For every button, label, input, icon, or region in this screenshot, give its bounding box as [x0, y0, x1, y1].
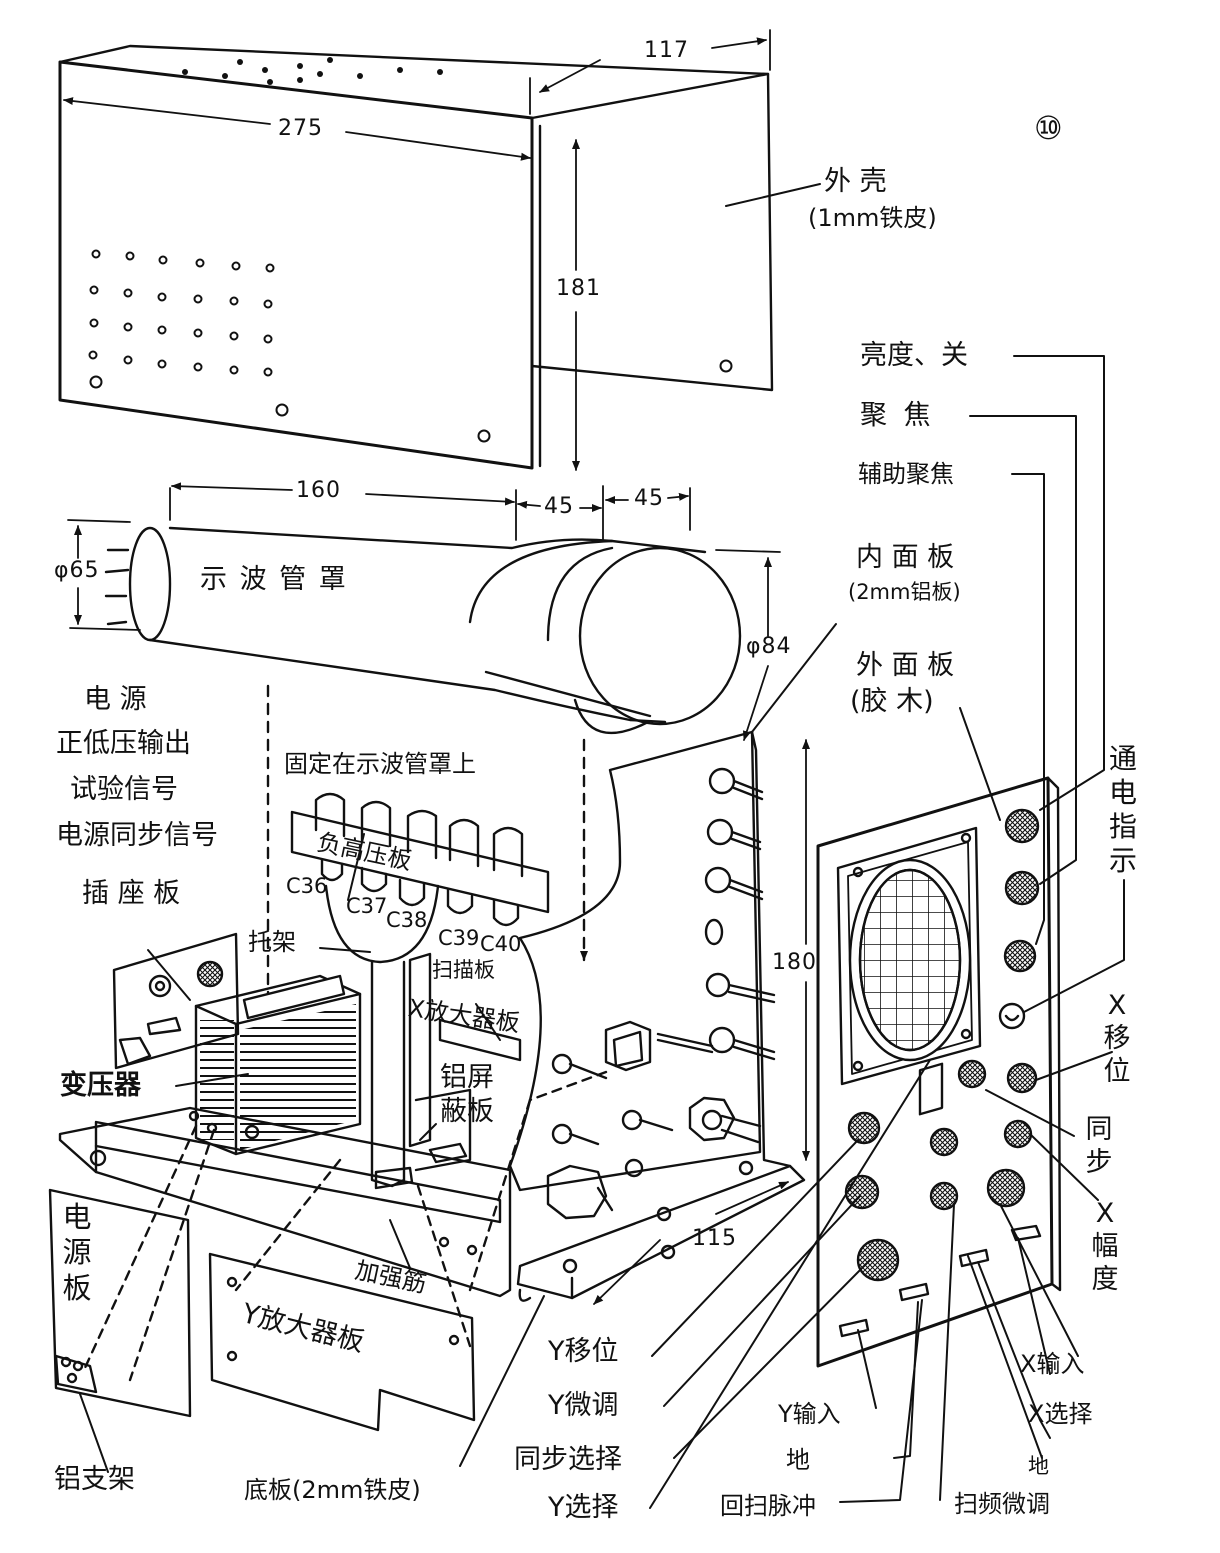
power-output-4: 电源同步信号	[56, 820, 218, 851]
dim-shield-front: 45	[634, 486, 664, 511]
power-board	[48, 1188, 192, 1418]
dim-case-height: 181	[556, 276, 601, 301]
transformer	[194, 974, 362, 1156]
cap-c40: C40	[480, 932, 522, 956]
label-y-select: Y选择	[548, 1492, 619, 1523]
case-dimensions	[63, 29, 771, 471]
socket-board-label: 插 座 板	[82, 878, 181, 909]
cap-c36: C36	[286, 874, 328, 898]
label-x-input: X输入	[1020, 1350, 1085, 1378]
outer-panel-material: (胶 木)	[850, 686, 934, 717]
dim-shield-dia-small: φ65	[54, 558, 100, 583]
al-shield-label-1: 铝屏	[440, 1062, 494, 1093]
crt-dimensions	[67, 482, 781, 741]
base-plate-label: 底板(2mm铁皮)	[244, 1476, 421, 1504]
label-ground-left: 地	[786, 1446, 810, 1474]
power-board-label: 电源板	[62, 1200, 92, 1305]
socket-board	[112, 932, 240, 1070]
label-focus: 聚 焦	[860, 400, 935, 431]
hv-board-note: 固定在示波管罩上	[284, 750, 476, 778]
cap-c37: C37	[346, 894, 388, 918]
cap-c38: C38	[386, 908, 428, 932]
power-output-2: 正低压输出	[56, 728, 191, 759]
dim-base-width: 115	[692, 1226, 737, 1251]
dim-shield-dia-large: φ84	[746, 634, 792, 659]
cap-c39: C39	[438, 926, 480, 950]
label-y-fine: Y微调	[548, 1390, 619, 1421]
dim-shield-length: 160	[296, 478, 341, 503]
label-x-shift: X移位	[1103, 990, 1131, 1087]
crt-shield-label: 示 波 管 罩	[200, 564, 348, 595]
hv-board	[290, 792, 550, 1190]
label-sync: 同步	[1085, 1114, 1113, 1178]
label-aux-focus: 辅助聚焦	[858, 460, 954, 488]
outer-panel-label: 外 面 板	[856, 650, 955, 681]
dim-shield-mid: 45	[544, 494, 574, 519]
transformer-label: 变压器	[60, 1070, 141, 1101]
sweep-board-label: 扫描板	[432, 958, 495, 982]
crt-shield	[104, 526, 742, 735]
case-label: 外 壳	[824, 166, 887, 197]
label-power-indicator: 通电指示	[1108, 742, 1137, 878]
x-amp-board	[408, 952, 522, 1172]
dim-panel-height: 180	[772, 950, 817, 975]
label-ground-right: 地	[1028, 1454, 1049, 1478]
inner-panel	[264, 684, 810, 1305]
al-shield-label-2: 蔽板	[440, 1096, 494, 1127]
label-y-shift: Y移位	[548, 1336, 619, 1367]
inner-panel-label: 内 面 板	[856, 542, 955, 573]
dim-case-depth: 117	[644, 38, 689, 63]
label-sync-select: 同步选择	[514, 1444, 622, 1475]
base-frame	[58, 1106, 532, 1382]
label-y-input: Y输入	[778, 1400, 841, 1428]
sweep-board-bracket	[468, 1020, 652, 1292]
inner-panel-material: (2mm铝板)	[848, 580, 961, 604]
figure-number: ⑩	[1034, 109, 1063, 147]
case-material-label: (1mm铁皮)	[808, 204, 937, 232]
label-x-amplitude: X幅度	[1091, 1198, 1119, 1295]
leader-lines	[79, 183, 1125, 1509]
power-output-3: 试验信号	[70, 774, 178, 805]
dim-case-length: 275	[278, 116, 323, 141]
case-shell	[58, 44, 774, 470]
label-brightness-off: 亮度、关	[860, 340, 968, 371]
label-sweep-fine: 扫频微调	[954, 1490, 1050, 1518]
label-x-select: X选择	[1028, 1400, 1093, 1428]
al-bracket-label: 铝支架	[54, 1464, 135, 1495]
outer-panel	[816, 776, 1062, 1368]
label-retrace-pulse: 回扫脉冲	[720, 1492, 816, 1520]
power-output-1: 电 源	[84, 684, 147, 715]
y-amp-board	[208, 1252, 476, 1432]
bracket-label: 托架	[248, 928, 296, 956]
